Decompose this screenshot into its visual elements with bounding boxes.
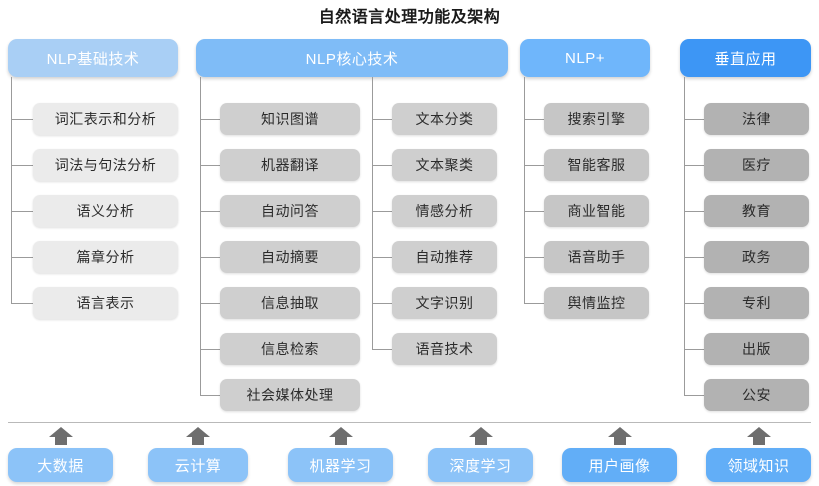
up-arrow-icon bbox=[468, 427, 494, 445]
connector-stub bbox=[11, 257, 33, 258]
connector-stub bbox=[684, 165, 704, 166]
leaf-box[interactable]: 出版 bbox=[704, 333, 809, 365]
leaf-box[interactable]: 篇章分析 bbox=[33, 241, 178, 273]
foundation-box[interactable]: 机器学习 bbox=[288, 448, 393, 482]
leaf-box[interactable]: 语义分析 bbox=[33, 195, 178, 227]
column-header-vertical-apps[interactable]: 垂直应用 bbox=[680, 39, 811, 77]
leaf-box[interactable]: 词汇表示和分析 bbox=[33, 103, 178, 135]
connector-stub bbox=[11, 211, 33, 212]
connector-stub bbox=[11, 303, 33, 304]
leaf-box[interactable]: 政务 bbox=[704, 241, 809, 273]
leaf-box[interactable]: 信息抽取 bbox=[220, 287, 360, 319]
connector-stub bbox=[684, 395, 704, 396]
leaf-box[interactable]: 智能客服 bbox=[544, 149, 649, 181]
connector-stub bbox=[200, 211, 220, 212]
leaf-box[interactable]: 教育 bbox=[704, 195, 809, 227]
connector-stub bbox=[684, 119, 704, 120]
connector-stub bbox=[200, 303, 220, 304]
leaf-box[interactable]: 自动问答 bbox=[220, 195, 360, 227]
connector-stub bbox=[524, 257, 544, 258]
connector-stub bbox=[200, 119, 220, 120]
up-arrow-icon bbox=[746, 427, 772, 445]
leaf-box[interactable]: 自动推荐 bbox=[392, 241, 497, 273]
connector-stub bbox=[372, 349, 392, 350]
leaf-box[interactable]: 文本聚类 bbox=[392, 149, 497, 181]
leaf-box[interactable]: 舆情监控 bbox=[544, 287, 649, 319]
connector-stub bbox=[524, 211, 544, 212]
leaf-box[interactable]: 知识图谱 bbox=[220, 103, 360, 135]
connector-stub bbox=[372, 211, 392, 212]
foundation-box[interactable]: 大数据 bbox=[8, 448, 113, 482]
column-header-nlp-basic[interactable]: NLP基础技术 bbox=[8, 39, 178, 77]
connector-trunk bbox=[372, 77, 373, 349]
connector-stub bbox=[11, 165, 33, 166]
connector-stub bbox=[200, 349, 220, 350]
connector-stub bbox=[684, 257, 704, 258]
leaf-box[interactable]: 社会媒体处理 bbox=[220, 379, 360, 411]
connector-trunk bbox=[524, 77, 525, 303]
foundation-box[interactable]: 用户画像 bbox=[562, 448, 677, 482]
up-arrow-icon bbox=[328, 427, 354, 445]
connector-stub bbox=[372, 119, 392, 120]
connector-stub bbox=[524, 165, 544, 166]
leaf-box[interactable]: 文字识别 bbox=[392, 287, 497, 319]
foundation-box[interactable]: 深度学习 bbox=[428, 448, 533, 482]
leaf-box[interactable]: 机器翻译 bbox=[220, 149, 360, 181]
leaf-box[interactable]: 语音技术 bbox=[392, 333, 497, 365]
leaf-box[interactable]: 情感分析 bbox=[392, 195, 497, 227]
connector-trunk bbox=[11, 77, 12, 303]
leaf-box[interactable]: 公安 bbox=[704, 379, 809, 411]
connector-stub bbox=[11, 119, 33, 120]
connector-stub bbox=[372, 303, 392, 304]
connector-trunk bbox=[684, 77, 685, 395]
foundation-box[interactable]: 领域知识 bbox=[706, 448, 811, 482]
connector-stub bbox=[200, 395, 220, 396]
connector-stub bbox=[524, 119, 544, 120]
leaf-box[interactable]: 词法与句法分析 bbox=[33, 149, 178, 181]
leaf-box[interactable]: 医疗 bbox=[704, 149, 809, 181]
leaf-box[interactable]: 语音助手 bbox=[544, 241, 649, 273]
column-header-nlp-plus[interactable]: NLP+ bbox=[520, 39, 650, 77]
connector-stub bbox=[684, 303, 704, 304]
connector-stub bbox=[200, 257, 220, 258]
connector-stub bbox=[524, 303, 544, 304]
leaf-box[interactable]: 专利 bbox=[704, 287, 809, 319]
leaf-box[interactable]: 搜索引擎 bbox=[544, 103, 649, 135]
up-arrow-icon bbox=[48, 427, 74, 445]
leaf-box[interactable]: 语言表示 bbox=[33, 287, 178, 319]
leaf-box[interactable]: 商业智能 bbox=[544, 195, 649, 227]
connector-stub bbox=[372, 165, 392, 166]
leaf-box[interactable]: 自动摘要 bbox=[220, 241, 360, 273]
up-arrow-icon bbox=[607, 427, 633, 445]
foundation-divider bbox=[8, 422, 811, 423]
up-arrow-icon bbox=[185, 427, 211, 445]
connector-trunk bbox=[200, 77, 201, 395]
page-title: 自然语言处理功能及架构 bbox=[318, 9, 501, 26]
connector-stub bbox=[684, 349, 704, 350]
connector-stub bbox=[200, 165, 220, 166]
connector-stub bbox=[372, 257, 392, 258]
column-header-nlp-core[interactable]: NLP核心技术 bbox=[196, 39, 508, 77]
connector-stub bbox=[684, 211, 704, 212]
leaf-box[interactable]: 法律 bbox=[704, 103, 809, 135]
leaf-box[interactable]: 文本分类 bbox=[392, 103, 497, 135]
leaf-box[interactable]: 信息检索 bbox=[220, 333, 360, 365]
foundation-box[interactable]: 云计算 bbox=[148, 448, 248, 482]
